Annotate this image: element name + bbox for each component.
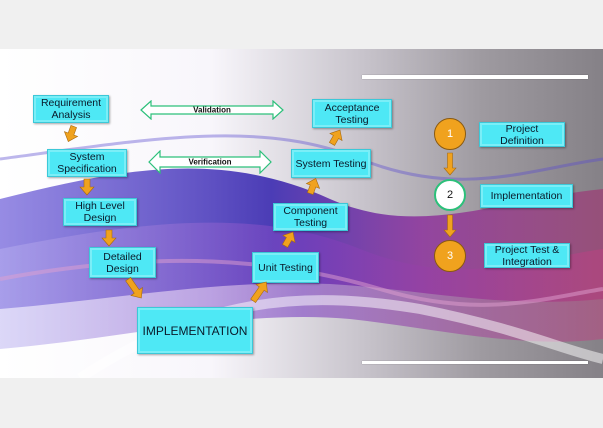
- step-unit-testing: Unit Testing: [252, 252, 319, 283]
- phase-number: 2: [446, 189, 454, 201]
- step-implementation: IMPLEMENTATION: [137, 307, 253, 354]
- verification-link: Verification: [148, 149, 272, 175]
- phase-1-box: Project Definition: [479, 122, 565, 147]
- phase-label: Implementation: [490, 190, 563, 202]
- arrow-up-icon: [281, 231, 296, 248]
- phase-label: Project Definition: [500, 122, 544, 147]
- phase-2-box: Implementation: [480, 184, 573, 208]
- step-system-specification: System Specification: [47, 149, 127, 177]
- phase-3-circle: 3: [434, 240, 466, 272]
- step-system-testing: System Testing: [291, 149, 371, 178]
- step-label: Requirement Analysis: [40, 97, 102, 121]
- step-high-level-design: High Level Design: [63, 198, 137, 226]
- slide: Requirement Analysis System Specificatio…: [0, 49, 603, 378]
- arrow-down-icon: [63, 125, 79, 142]
- arrow-up-icon: [305, 178, 321, 195]
- step-label: System Testing: [295, 157, 367, 170]
- step-label: IMPLEMENTATION: [142, 323, 248, 338]
- step-acceptance-testing: Acceptance Testing: [312, 99, 392, 128]
- arrow-down-icon: [443, 152, 457, 176]
- phase-number: 3: [446, 250, 454, 262]
- step-component-testing: Component Testing: [273, 203, 348, 231]
- phase-2-circle: 2: [434, 179, 466, 211]
- arrow-down-icon: [443, 214, 457, 238]
- top-rule: [362, 75, 588, 79]
- step-label: Component Testing: [283, 205, 338, 229]
- step-requirement-analysis: Requirement Analysis: [33, 95, 109, 123]
- step-label: Detailed Design: [103, 250, 142, 275]
- step-label: High Level Design: [75, 200, 125, 224]
- flow-arrows: [63, 125, 457, 303]
- step-label: System Specification: [57, 151, 117, 175]
- phase-label: Project Test & Integration: [494, 243, 560, 268]
- phase-1-circle: 1: [434, 118, 466, 150]
- bottom-rule: [362, 361, 588, 364]
- arrow-down-icon: [101, 229, 117, 247]
- double-arrow-icon: [148, 149, 272, 175]
- step-detailed-design: Detailed Design: [89, 247, 156, 278]
- step-label: Unit Testing: [258, 261, 313, 274]
- arrow-diagonal-icon: [250, 281, 268, 303]
- arrow-diagonal-icon: [125, 277, 143, 299]
- arrow-down-icon: [79, 178, 95, 196]
- step-label: Acceptance Testing: [324, 101, 380, 126]
- phase-number: 1: [446, 128, 454, 140]
- verification-label: Verification: [188, 157, 232, 167]
- arrow-up-icon: [328, 129, 343, 146]
- validation-link: Validation: [140, 99, 284, 121]
- phase-3-box: Project Test & Integration: [484, 243, 570, 268]
- double-arrow-icon: [140, 99, 284, 121]
- validation-label: Validation: [193, 105, 231, 115]
